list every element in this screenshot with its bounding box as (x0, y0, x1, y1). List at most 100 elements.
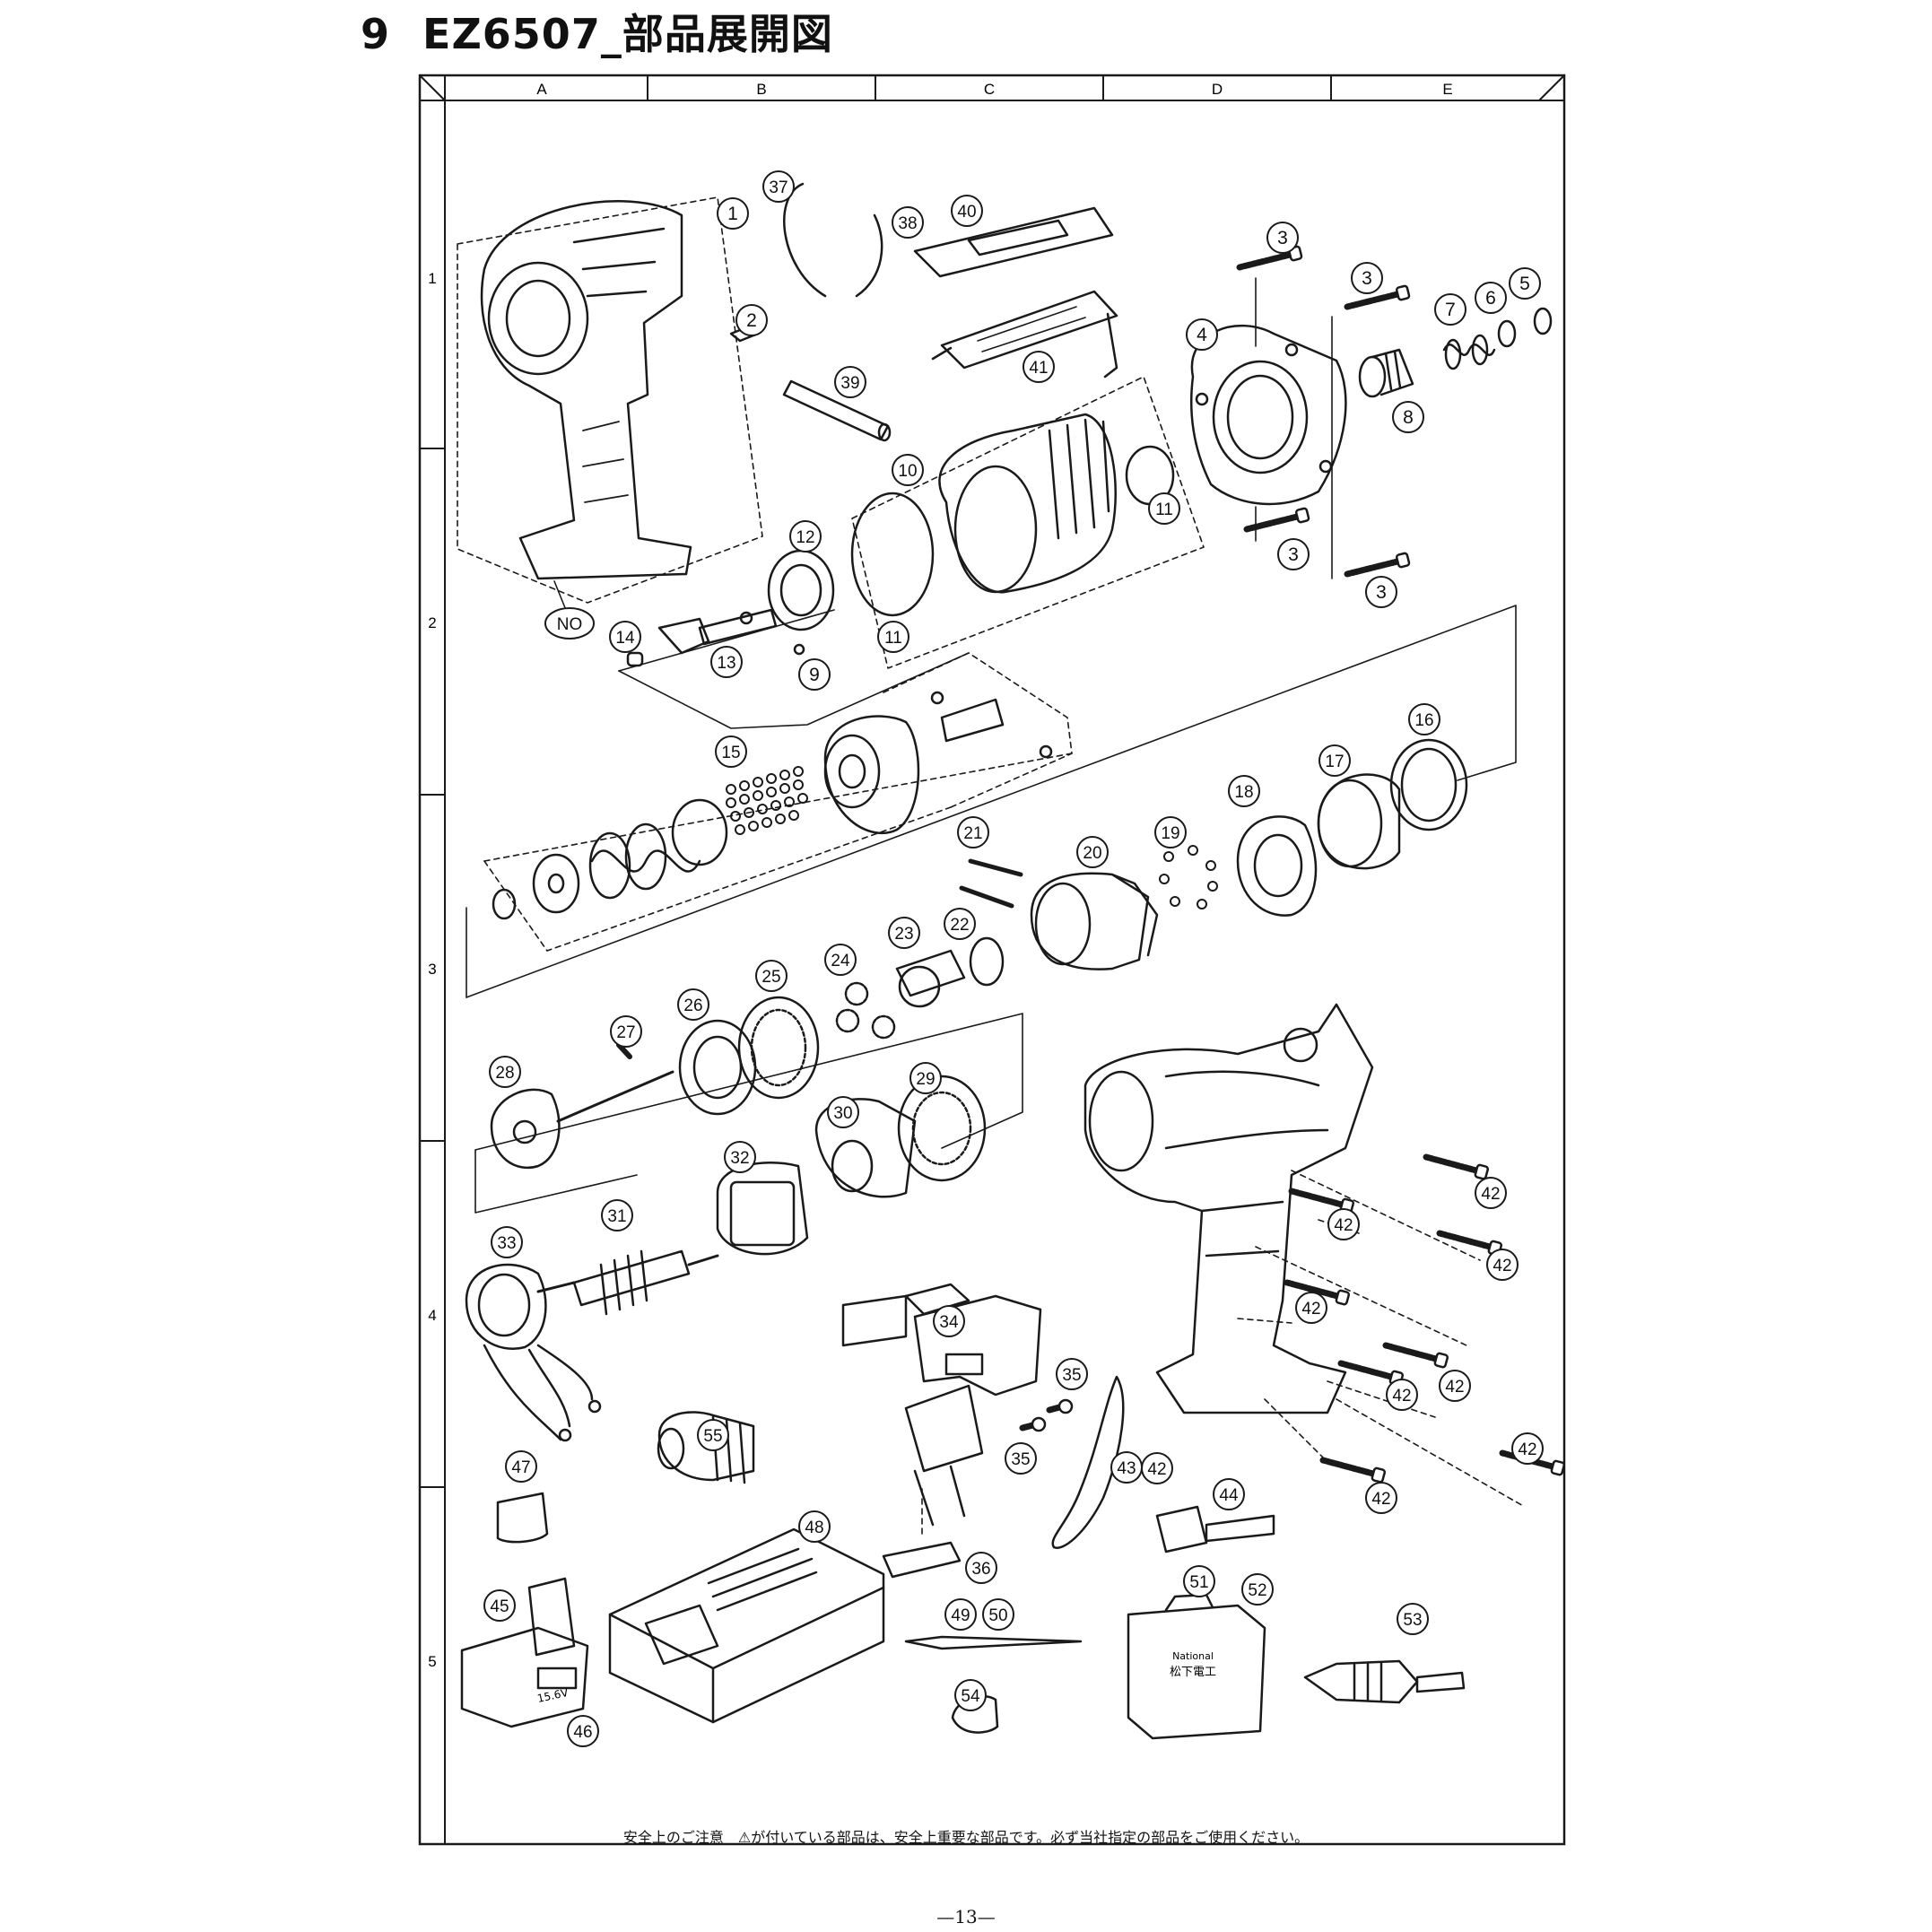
housing-half-drawing (457, 196, 763, 620)
page-number: —13— (936, 1906, 996, 1928)
callout-52: 52 (1241, 1573, 1274, 1606)
callout-13: 13 (710, 646, 743, 678)
callout-label: 12 (796, 528, 814, 547)
callout-circle (1213, 1478, 1245, 1510)
battery-drawing (460, 1577, 589, 1728)
o-ring-drawing (850, 492, 935, 617)
callout-label: 3 (1362, 268, 1372, 289)
callout-label: 5 (1519, 274, 1530, 294)
case-ring-drawing (1317, 773, 1401, 870)
callout-label: 26 (683, 996, 702, 1015)
front-case-screws (1238, 246, 1409, 580)
column-header: E (1442, 81, 1452, 98)
callout-label: 21 (963, 824, 982, 843)
callout-circle (1475, 282, 1507, 314)
callout-label: 23 (894, 925, 913, 944)
callout-circle (1475, 1177, 1507, 1209)
callout-40: 40 (951, 195, 983, 227)
callout-42: 42 (1475, 1177, 1507, 1209)
callout-15: 15 (715, 735, 747, 768)
callout-label: 2 (746, 310, 757, 331)
callout-circle (1365, 576, 1397, 608)
callout-30: 30 (827, 1096, 859, 1128)
callout-label: 10 (898, 462, 917, 481)
callout-35: 35 (1056, 1358, 1088, 1390)
callout-circle (944, 1598, 977, 1631)
planet-gear-drawing (835, 981, 896, 1040)
pin-drawing (959, 858, 1023, 909)
drawing-frame (418, 74, 1566, 1846)
callout-label: 36 (971, 1560, 990, 1579)
hammer-spring-drawing (588, 822, 701, 900)
ring-gear-drawing (1389, 738, 1468, 831)
callout-circle (1277, 538, 1310, 570)
callout-label: 42 (1147, 1460, 1166, 1479)
callout-circle (1486, 1249, 1519, 1281)
callout-10: 10 (892, 454, 924, 486)
callout-label: 9 (809, 665, 820, 685)
callout-24: 24 (824, 944, 857, 976)
callout-49: 49 (944, 1598, 977, 1631)
callout-circle (892, 206, 924, 239)
callout-label: 44 (1219, 1486, 1239, 1505)
callout-label: 15 (721, 744, 740, 762)
plate-drawing (882, 1541, 962, 1579)
callout-3: 3 (1351, 262, 1383, 294)
callout-42: 42 (1327, 1208, 1360, 1240)
callout-42: 42 (1486, 1249, 1519, 1281)
callout-16: 16 (1408, 703, 1440, 735)
callout-48: 48 (798, 1510, 831, 1543)
callout-35: 35 (1005, 1442, 1037, 1475)
commutator-drawing (897, 1075, 987, 1182)
callout-label: 42 (1334, 1216, 1353, 1235)
callout-8: 8 (1392, 401, 1424, 433)
callout-label: 24 (831, 952, 850, 970)
callout-label: 30 (833, 1104, 852, 1123)
callout-50: 50 (982, 1598, 1014, 1631)
callout-label: 52 (1248, 1581, 1266, 1600)
callout-circle (877, 621, 909, 653)
callout-26: 26 (677, 988, 709, 1021)
callout-19: 19 (1154, 816, 1187, 849)
callout-11: 11 (877, 621, 909, 653)
callout-label: 49 (951, 1606, 970, 1625)
callout-label: 37 (769, 178, 788, 197)
callout-circle (735, 304, 768, 336)
callout-label: 4 (1197, 325, 1207, 345)
callout-circle (491, 1226, 523, 1258)
callout-label: 42 (1481, 1185, 1500, 1204)
column-header: D (1212, 81, 1223, 98)
callout-circle (1110, 1451, 1143, 1484)
callout-label: 3 (1376, 582, 1387, 603)
callout-29: 29 (909, 1062, 942, 1094)
callout-5: 5 (1509, 267, 1541, 300)
callout-42: 42 (1365, 1482, 1397, 1514)
callout-32: 32 (724, 1141, 756, 1173)
spindle-drawing (930, 691, 1053, 759)
callout-label: 22 (950, 916, 969, 935)
callout-circle (1434, 293, 1466, 326)
callout-circle (1056, 1358, 1088, 1390)
callout-17: 17 (1318, 744, 1351, 777)
callout-label: 3 (1277, 228, 1288, 248)
callout-9: 9 (798, 658, 831, 691)
housing-drawing (1083, 1003, 1374, 1414)
callout-circle (982, 1598, 1014, 1631)
callout-label: 42 (1493, 1257, 1511, 1275)
callout-label: 17 (1325, 753, 1344, 771)
callout-label: 1 (727, 204, 738, 224)
title-text: EZ6507_部品展開図 (422, 10, 833, 58)
callout-circle (951, 195, 983, 227)
callout-label: 42 (1371, 1490, 1390, 1509)
callout-circle (609, 621, 641, 653)
callout-label: 29 (916, 1070, 935, 1089)
callout-circle (697, 1419, 729, 1451)
callout-42: 42 (1511, 1432, 1544, 1465)
callout-circle (1509, 267, 1541, 300)
case-brand: National (1172, 1650, 1214, 1662)
spacer-drawing (492, 888, 517, 920)
callout-label: 33 (497, 1234, 516, 1253)
callout-circle (1439, 1370, 1471, 1402)
callout-circle (755, 960, 788, 992)
